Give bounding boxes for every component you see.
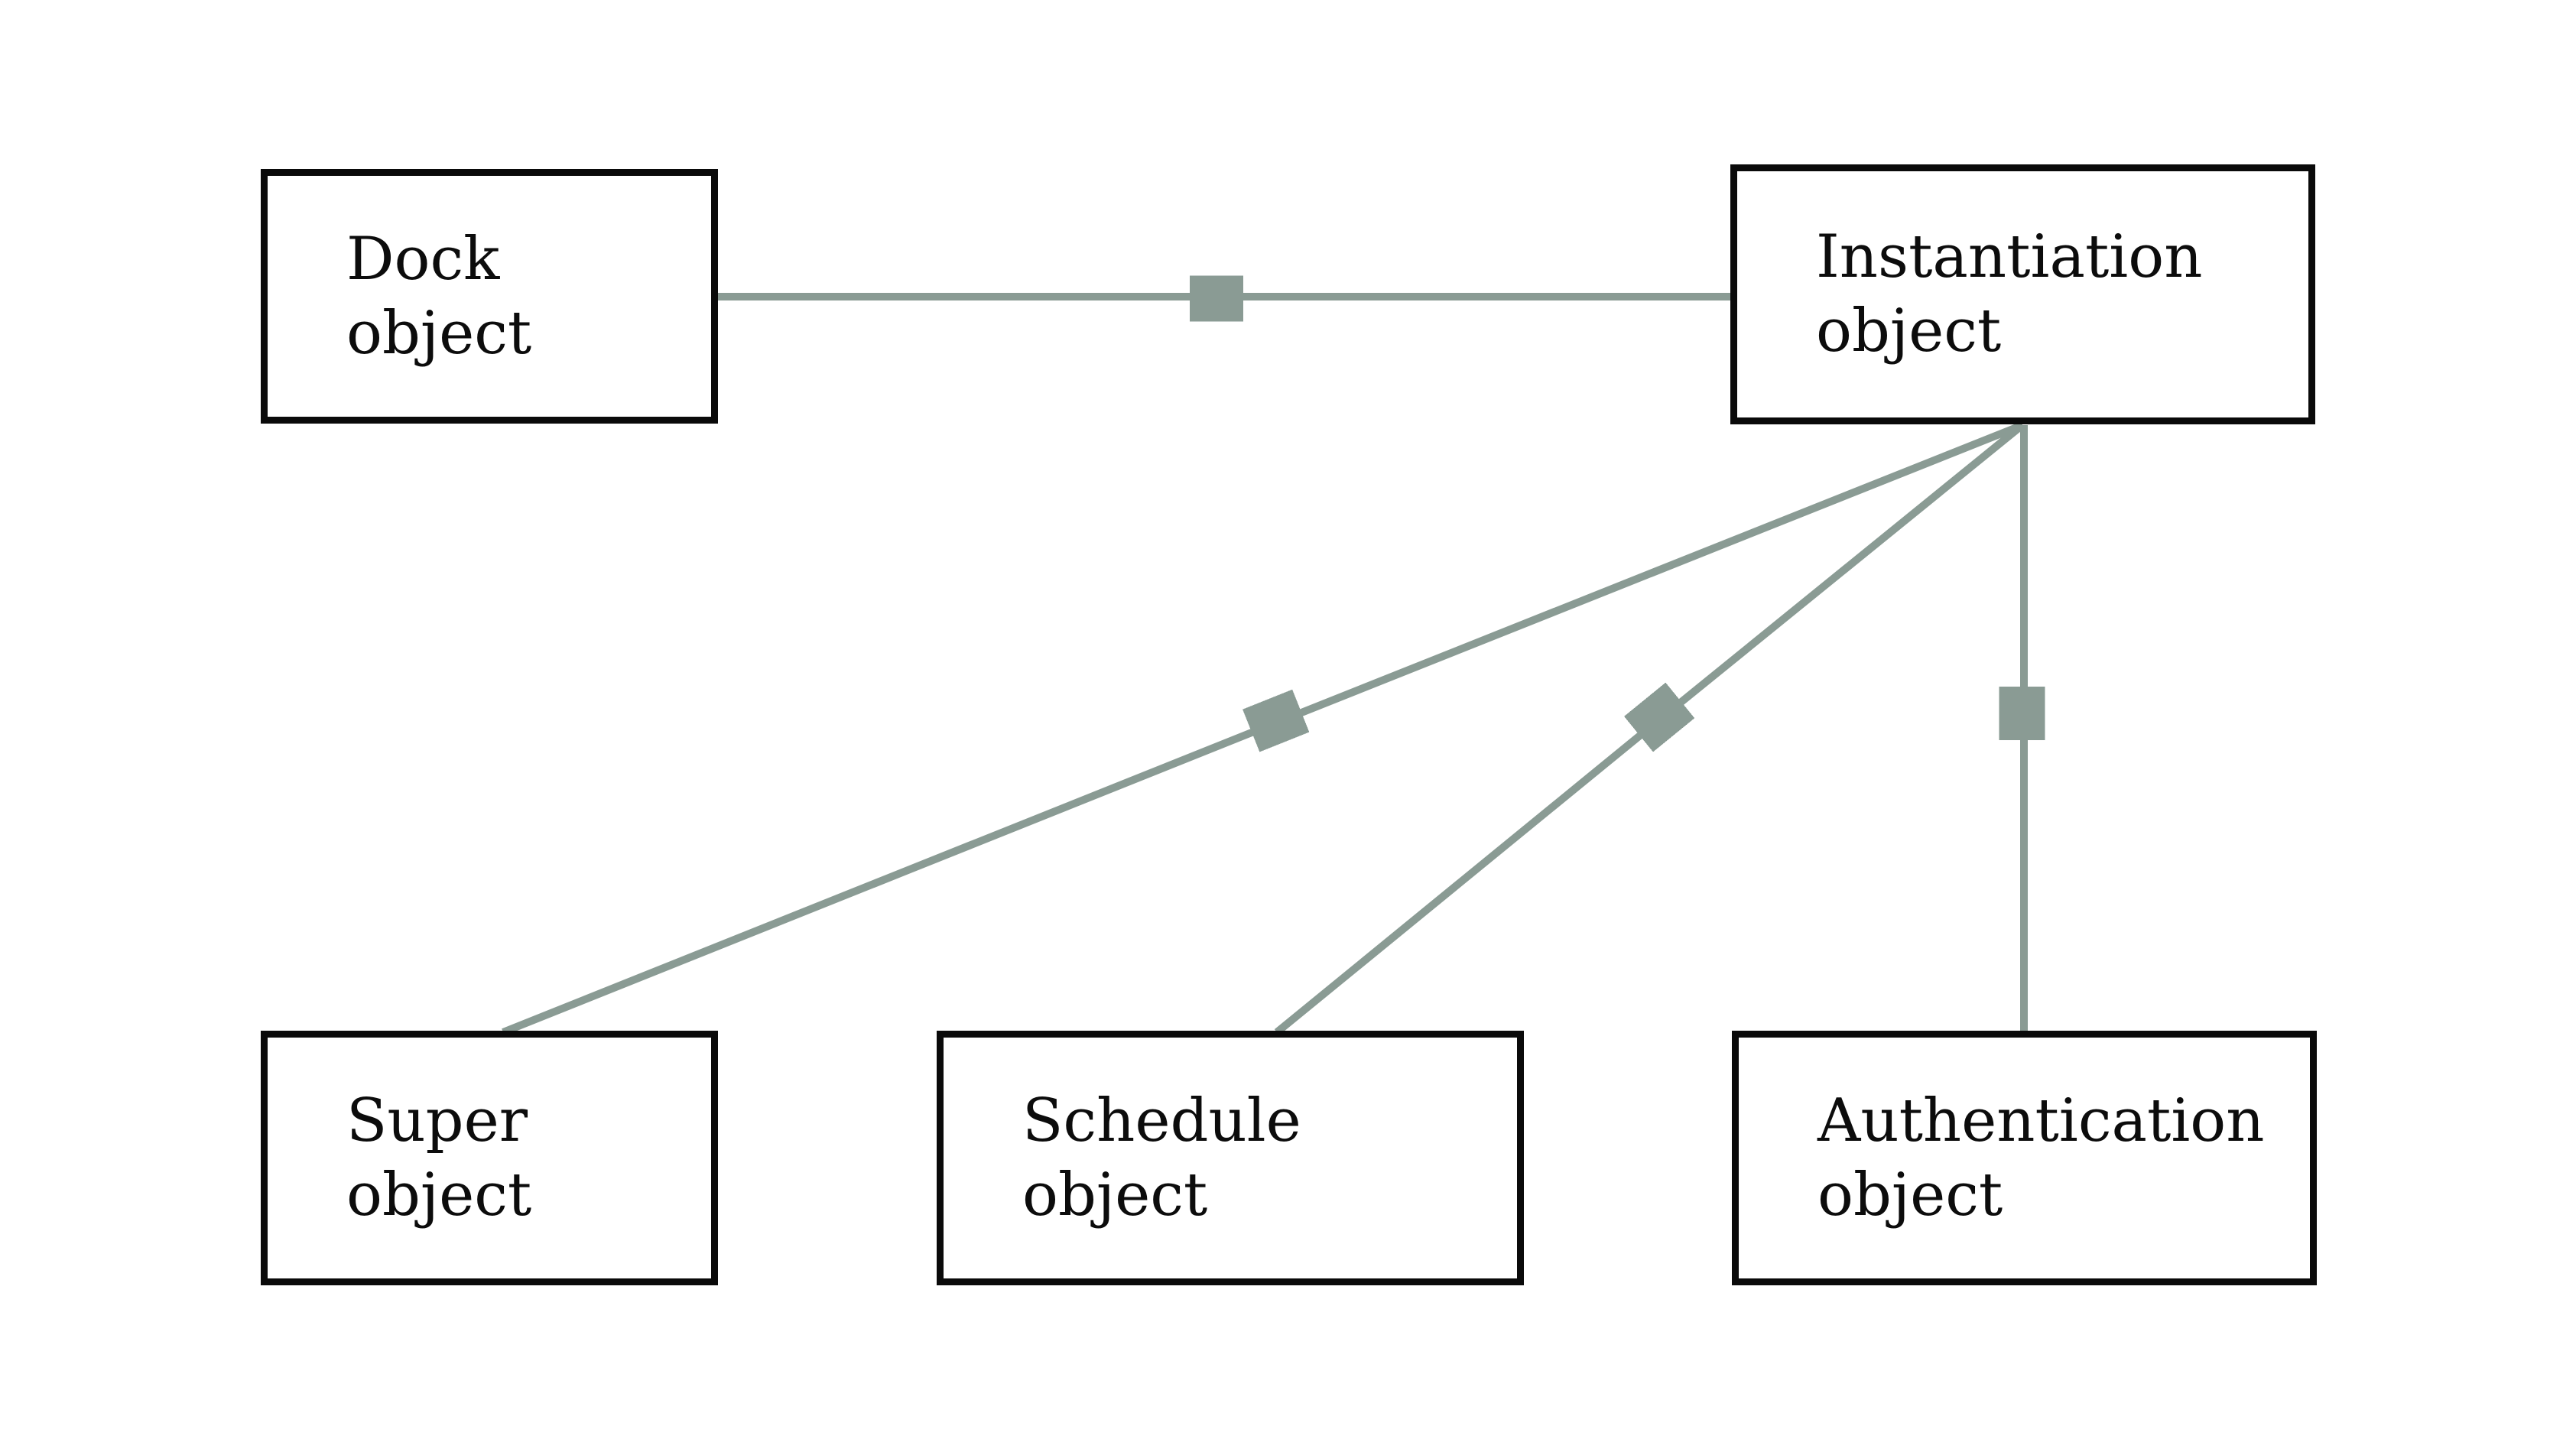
node-instantiation-object-label-line2: object: [1816, 297, 2002, 365]
node-authentication-object: Authentication object: [1732, 1031, 2317, 1285]
node-schedule-object-label-line1: Schedule: [1022, 1086, 1301, 1155]
node-dock-object-label-line2: object: [346, 298, 532, 368]
node-schedule-object: Schedule object: [937, 1031, 1524, 1285]
edge-instantiation-to-schedule: [1274, 422, 2025, 1035]
node-authentication-object-label-line2: object: [1817, 1160, 2003, 1229]
node-schedule-object-label-line2: object: [1022, 1160, 1208, 1229]
node-super-object-label-line1: Super: [346, 1086, 528, 1155]
node-dock-object-label-line1: Dock: [346, 224, 500, 294]
node-authentication-object-label-line1: Authentication: [1817, 1086, 2265, 1155]
node-instantiation-object: Instantiation object: [1730, 164, 2315, 424]
node-super-object: Super object: [261, 1031, 718, 1285]
node-super-object-label-line2: object: [346, 1160, 532, 1229]
edge-instantiation-to-super: [502, 421, 2024, 1036]
node-instantiation-object-label-line1: Instantiation: [1816, 223, 2203, 291]
node-dock-object: Dock object: [261, 169, 718, 424]
